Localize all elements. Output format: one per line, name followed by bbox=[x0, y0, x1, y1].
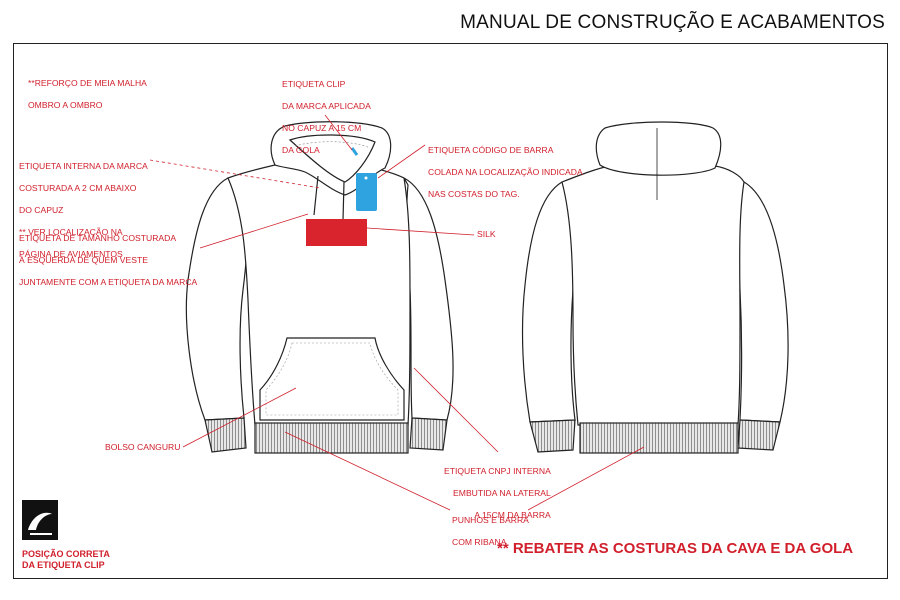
brand-logo-icon bbox=[22, 500, 58, 540]
back-body bbox=[561, 165, 745, 426]
back-hem-ribbing bbox=[579, 422, 739, 454]
front-hem-ribbing bbox=[254, 422, 409, 454]
note-tamanho-line: ETIQUETA DE TAMANHO COSTURADA bbox=[19, 233, 177, 243]
clip-position-line: DA ETIQUETA CLIP bbox=[22, 560, 105, 570]
note-rebater: ** REBATER AS COSTURAS DA CAVA E DA GOLA bbox=[497, 540, 854, 557]
note-punhos-line: COM RIBANA bbox=[452, 537, 507, 547]
note-cnpj-line: EMBUTIDA NA LATERAL bbox=[453, 488, 551, 498]
drawing-frame bbox=[13, 43, 888, 579]
note-reforco: **REFORÇO DE MEIA MALHA OMBRO A OMBRO bbox=[28, 67, 147, 122]
front-kangaroo-pocket bbox=[259, 337, 405, 421]
note-reforco-line: **REFORÇO DE MEIA MALHA bbox=[28, 78, 147, 88]
note-cnpj-line: A 15CM DA BARRA bbox=[474, 510, 551, 520]
note-silk: SILK bbox=[477, 229, 496, 239]
note-reforco-line: OMBRO A OMBRO bbox=[28, 100, 103, 110]
note-clip-line: DA MARCA APLICADA bbox=[282, 101, 371, 111]
note-codigo-barra-line: ETIQUETA CÓDIGO DE BARRA bbox=[428, 145, 554, 155]
front-hoodie bbox=[185, 121, 454, 454]
note-clip-line: ETIQUETA CLIP bbox=[282, 79, 346, 89]
note-cnpj: ETIQUETA CNPJ INTERNA EMBUTIDA NA LATERA… bbox=[444, 455, 551, 532]
note-codigo-barra: ETIQUETA CÓDIGO DE BARRA COLADA NA LOCAL… bbox=[428, 134, 583, 211]
note-bolso: BOLSO CANGURU bbox=[105, 442, 181, 452]
note-clip-line: NO CAPUZ A 15 CM bbox=[282, 123, 362, 133]
note-tamanho: ETIQUETA DE TAMANHO COSTURADA À ESQUERDA… bbox=[19, 222, 197, 299]
note-interna-line: COSTURADA A 2 CM ABAIXO bbox=[19, 183, 137, 193]
note-punhos-line: PUNHOS E BARRA bbox=[452, 515, 529, 525]
front-right-cuff bbox=[409, 417, 448, 451]
front-right-sleeve bbox=[402, 176, 454, 421]
note-cnpj-line: ETIQUETA CNPJ INTERNA bbox=[444, 466, 551, 476]
back-left-cuff bbox=[529, 419, 576, 453]
clip-position-caption: POSIÇÃO CORRETA DA ETIQUETA CLIP bbox=[22, 549, 110, 571]
front-left-cuff bbox=[204, 417, 247, 453]
front-hood-opening bbox=[288, 134, 376, 183]
back-right-sleeve bbox=[736, 181, 789, 423]
note-punhos: PUNHOS E BARRA COM RIBANA bbox=[452, 504, 529, 559]
note-codigo-barra-line: COLADA NA LOCALIZAÇÃO INDICADA bbox=[428, 167, 583, 177]
page-title: MANUAL DE CONSTRUÇÃO E ACABAMENTOS bbox=[460, 12, 885, 33]
note-interna-line: ** VER LOCALIZAÇÃO NA bbox=[19, 227, 123, 237]
note-tamanho-line: À ESQUERDA DE QUEM VESTE bbox=[19, 255, 148, 265]
leader-lines bbox=[149, 114, 645, 511]
note-tamanho-line: JUNTAMENTE COM A ETIQUETA DA MARCA bbox=[19, 277, 198, 287]
back-right-cuff bbox=[737, 419, 781, 451]
note-interna-line: DO CAPUZ bbox=[19, 205, 64, 215]
back-hoodie bbox=[521, 121, 789, 454]
back-hood bbox=[595, 121, 722, 176]
note-etiqueta-interna: ETIQUETA INTERNA DA MARCA COSTURADA A 2 … bbox=[19, 150, 148, 271]
barcode-tag bbox=[356, 173, 377, 211]
silk-print bbox=[306, 219, 367, 246]
note-interna-line: ETIQUETA INTERNA DA MARCA bbox=[19, 161, 148, 171]
clip-position-line: POSIÇÃO CORRETA bbox=[22, 549, 110, 559]
note-clip: ETIQUETA CLIP DA MARCA APLICADA NO CAPUZ… bbox=[282, 68, 371, 167]
note-clip-line: DA GOLA bbox=[282, 145, 320, 155]
note-codigo-barra-line: NAS COSTAS DO TAG. bbox=[428, 189, 520, 199]
note-interna-line: PÁGINA DE AVIAMENTOS bbox=[19, 249, 123, 259]
